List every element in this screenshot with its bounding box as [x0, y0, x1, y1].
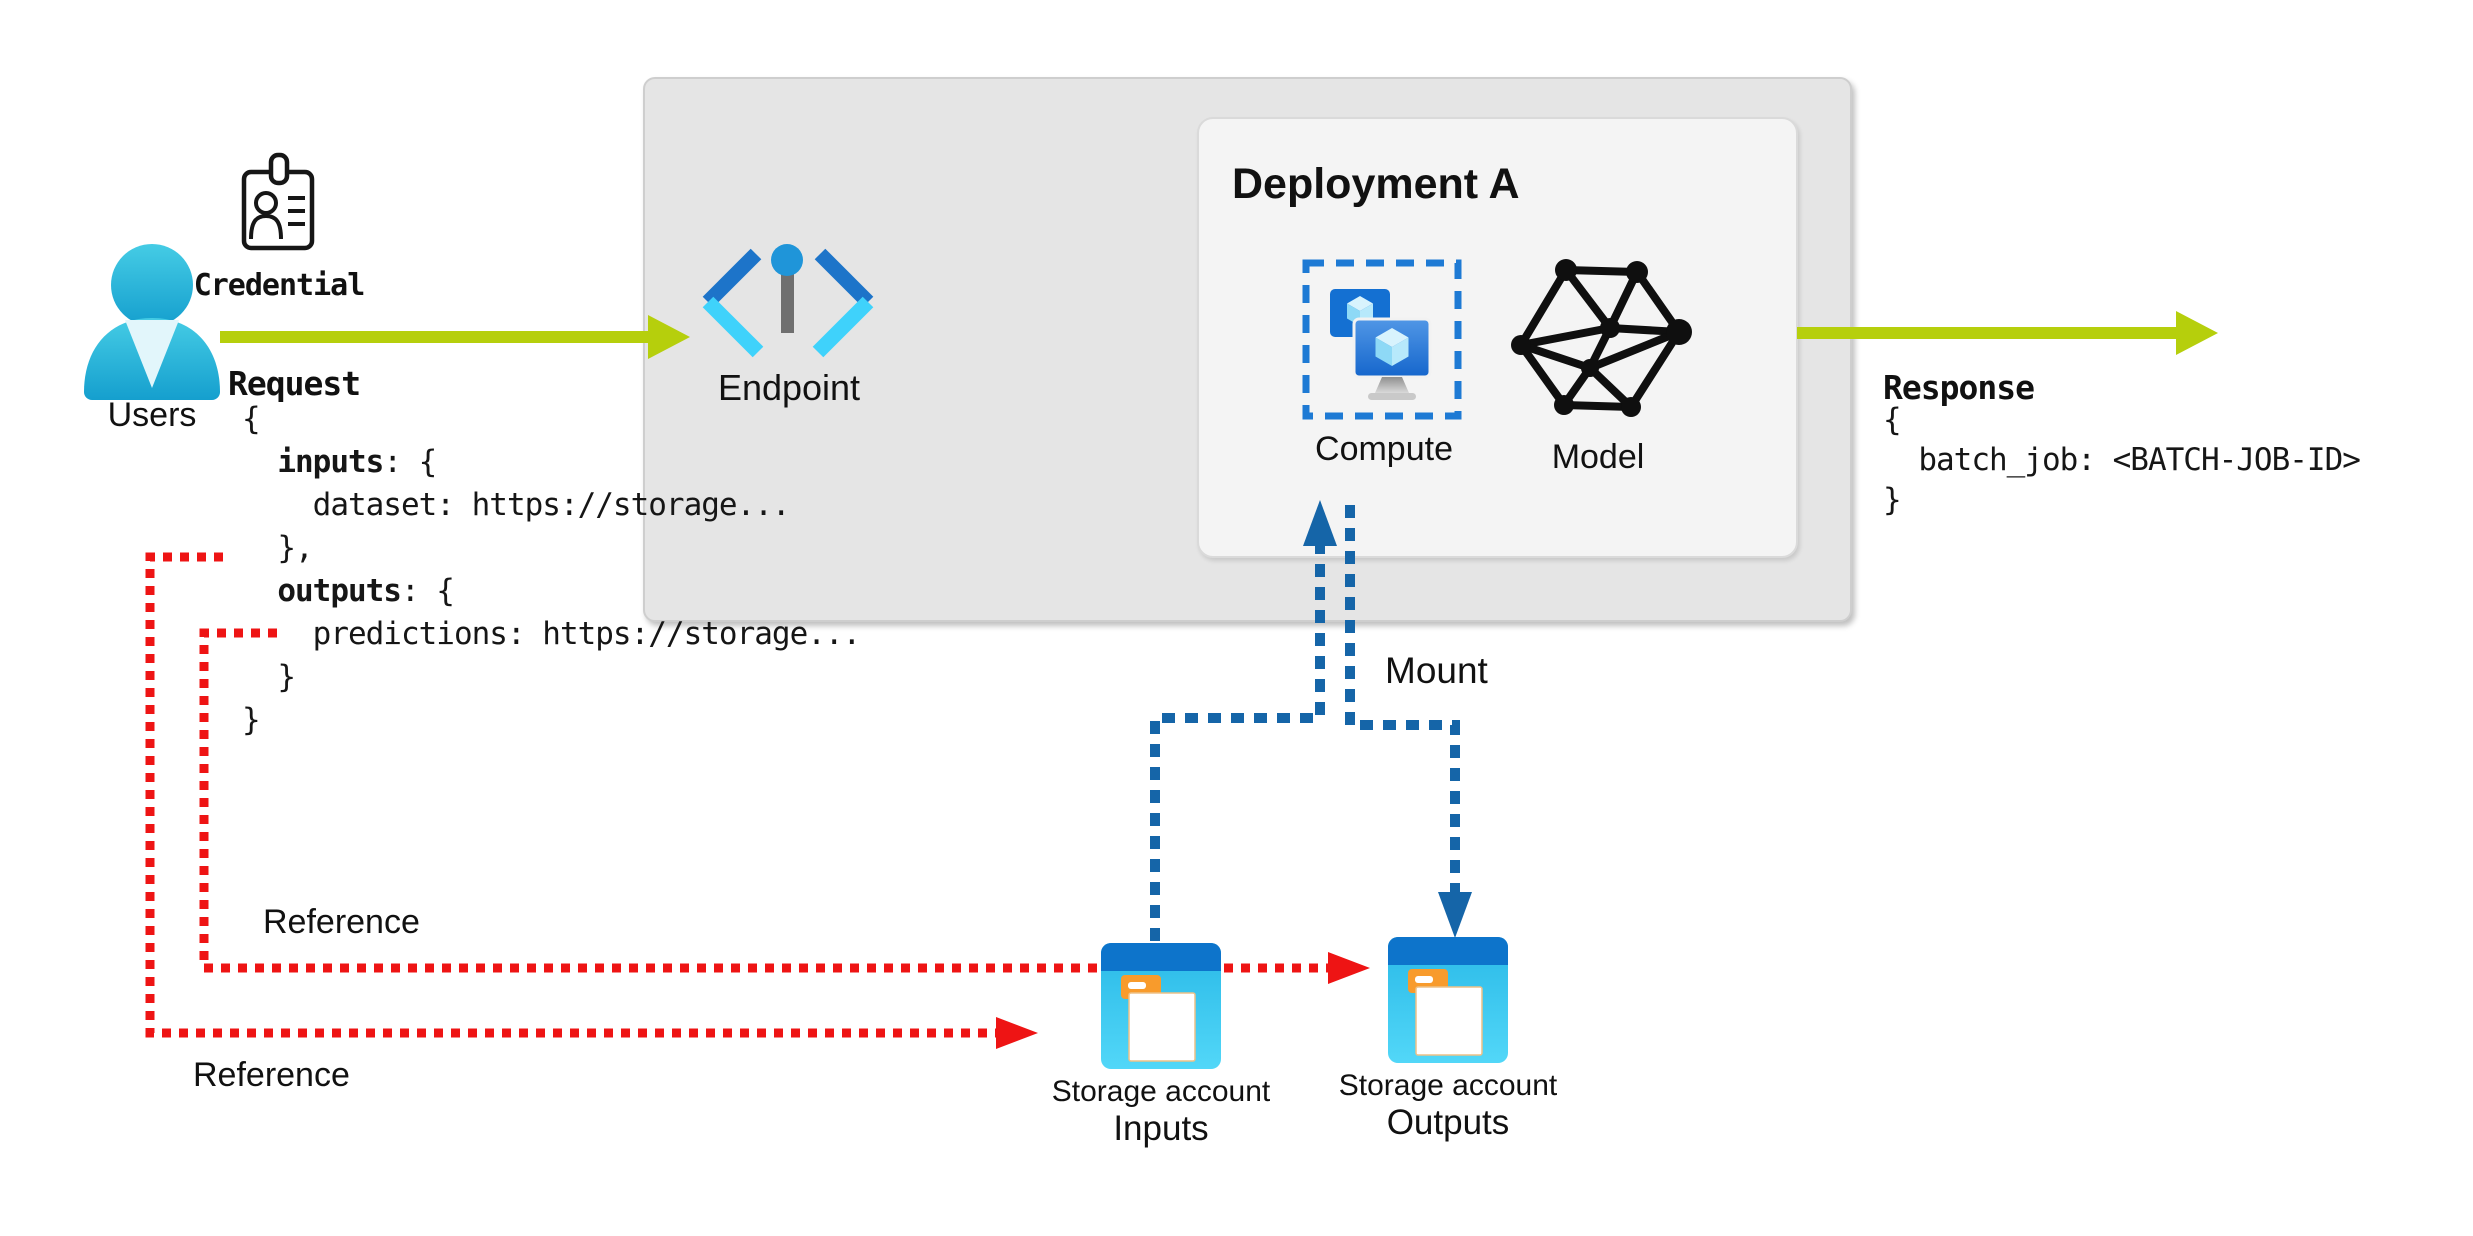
response-json: { batch_job: <BATCH-JOB-ID>} [1883, 402, 2361, 518]
reference-label-lower: Reference [193, 1056, 350, 1094]
storage-outputs-title: Storage account [1338, 1069, 1558, 1102]
endpoint-label: Endpoint [717, 367, 861, 408]
response-arrow [1797, 311, 2218, 355]
response-label: Response [1883, 368, 2035, 407]
mount-label: Mount [1385, 650, 1488, 691]
credential-label: Credential [193, 268, 366, 303]
request-arrow [220, 315, 690, 359]
credential-icon [241, 152, 315, 251]
request-json: { inputs: { dataset: https://storage... … [242, 401, 861, 738]
request-label: Request [228, 364, 361, 403]
storage-inputs-name: Inputs [1113, 1109, 1209, 1148]
users-label: Users [107, 396, 197, 434]
storage-inputs-title: Storage account [1051, 1075, 1271, 1108]
reference-label-upper: Reference [263, 903, 420, 941]
storage-outputs-icon [1387, 936, 1509, 1064]
compute-label: Compute [1315, 430, 1453, 468]
storage-inputs-icon [1100, 942, 1222, 1070]
model-label: Model [1551, 438, 1645, 476]
deployment-a-box [1197, 117, 1798, 558]
storage-outputs-name: Outputs [1386, 1103, 1510, 1142]
deployment-a-title: Deployment A [1232, 160, 1520, 208]
